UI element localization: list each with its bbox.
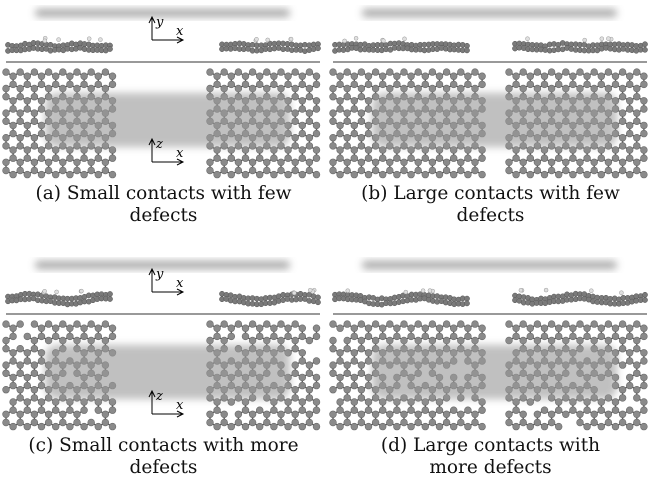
panel-b-caption-line1: (b) Large contacts with few bbox=[361, 183, 620, 204]
panel-c-molecule-top bbox=[45, 345, 290, 399]
panel-d-caption: (d) Large contacts with more defects bbox=[327, 435, 654, 479]
panel-c-axis-label-z: z bbox=[155, 389, 163, 404]
panel-c-caption-line1: (c) Small contacts with more bbox=[28, 435, 299, 456]
panel-d-structure bbox=[329, 261, 648, 431]
panel-c-caption: (c) Small contacts with more defects bbox=[0, 435, 327, 479]
panel-d-right-strip bbox=[512, 287, 648, 307]
panel-c-axis-label-x-bottom: x bbox=[176, 398, 184, 413]
panel-c-caption-line2: defects bbox=[129, 457, 198, 478]
panel-c-right-strip bbox=[219, 287, 321, 308]
panel-d-caption-line1: (d) Large contacts with bbox=[380, 435, 601, 456]
panel-d-caption-line2: more defects bbox=[429, 457, 552, 478]
panel-a-caption-line1: (a) Small contacts with few bbox=[35, 183, 292, 204]
panel-d-molecule-top bbox=[372, 345, 617, 399]
panel-a-caption: (a) Small contacts with few defects bbox=[0, 183, 327, 227]
panel-a-axis-label-z: z bbox=[155, 137, 163, 152]
panel-d-left-strip bbox=[332, 288, 470, 308]
panel-b-molecule-side bbox=[362, 9, 617, 17]
panel-d-molecule-side bbox=[362, 261, 617, 269]
panel-a-molecule-side bbox=[35, 9, 290, 17]
panel-a-caption-line2: defects bbox=[129, 205, 198, 226]
panel-c-axis-label-y: y bbox=[155, 267, 164, 282]
panel-b-right-strip bbox=[512, 36, 648, 54]
panel-a-axis-label-x-bottom: x bbox=[176, 146, 184, 161]
panel-c-molecule-side bbox=[35, 261, 290, 269]
panel-b-molecule-top bbox=[372, 93, 617, 147]
panel-b-caption: (b) Large contacts with few defects bbox=[327, 183, 654, 227]
panel-b-caption-line2: defects bbox=[456, 205, 525, 226]
panel-a-molecule-top bbox=[45, 93, 290, 147]
panel-b: (b) Large contacts with few defects bbox=[327, 0, 654, 240]
panel-b-left-strip bbox=[332, 36, 470, 54]
panel-a-axis-label-x-top: x bbox=[176, 24, 184, 39]
panel-a-axis-label-y: y bbox=[155, 15, 164, 30]
panel-d: (d) Large contacts with more defects bbox=[327, 252, 654, 481]
panel-c-axis-label-x-top: x bbox=[176, 276, 184, 291]
panel-a-left-strip bbox=[5, 35, 113, 54]
panel-a-right-strip bbox=[219, 36, 321, 54]
panel-c-left-strip bbox=[5, 288, 113, 308]
panel-b-structure bbox=[329, 9, 648, 179]
